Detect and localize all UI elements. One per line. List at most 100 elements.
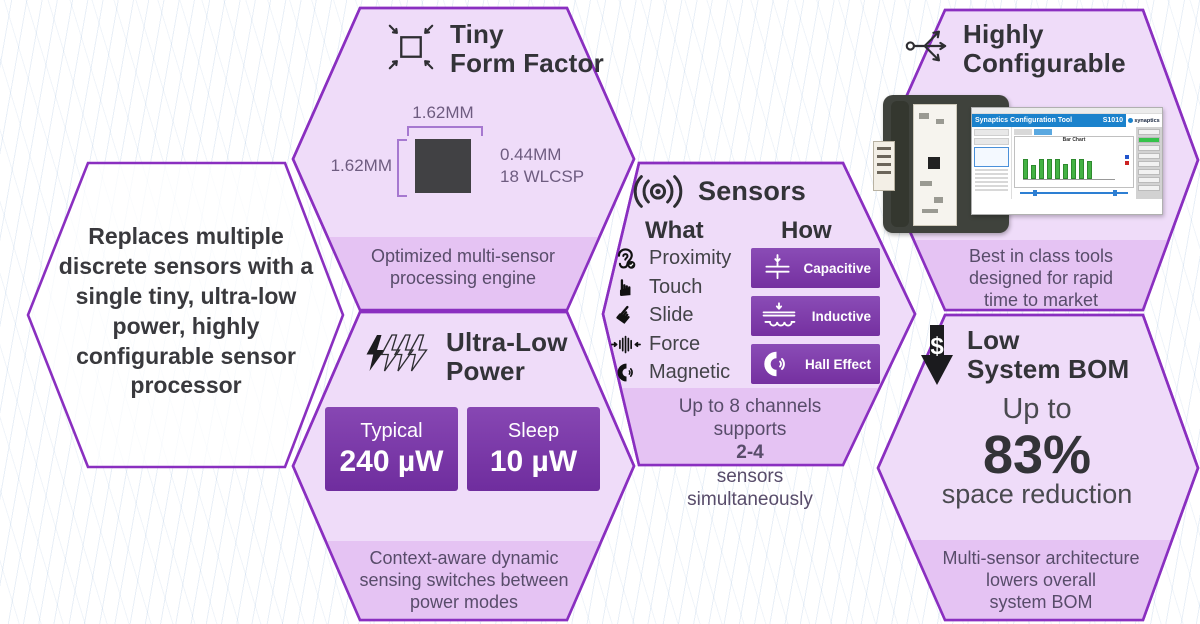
mini-title-bar: Synaptics Configuration Tool S1010	[972, 114, 1126, 127]
what-item-magnetic: Magnetic	[611, 361, 731, 384]
statement-line: power, highly	[112, 312, 260, 339]
tiny-form-factor-title: Tiny Form Factor	[450, 20, 640, 77]
caption-line: Optimized multi-sensor	[370, 246, 556, 266]
synaptics-logo-text: synaptics	[1134, 117, 1160, 124]
caption-text: supports	[713, 419, 787, 441]
caption-line: lowers overall	[985, 569, 1097, 590]
shrink-square-icon	[388, 24, 434, 70]
how-box-label: Inductive	[811, 308, 871, 324]
slide-hand-icon: ☛	[609, 298, 643, 332]
caption-line: Multi-sensor architecture	[942, 548, 1140, 568]
mini-chart-bar	[1023, 159, 1028, 179]
hexagon-replaces	[26, 161, 345, 469]
device-connector	[873, 141, 895, 191]
what-item-label: Magnetic	[649, 361, 731, 383]
power-box-value: 10 µW	[489, 444, 578, 478]
title-line: Highly	[963, 19, 1044, 49]
caption-line: Context-aware dynamic	[369, 548, 559, 568]
mini-window-chrome	[972, 108, 1162, 114]
sensors-title: Sensors	[698, 175, 806, 206]
ear-icon	[611, 246, 641, 272]
ultra-low-power-title: Ultra-Low Power	[446, 328, 616, 385]
title-line: Ultra-Low	[446, 327, 568, 357]
what-item-label: Touch	[649, 275, 703, 298]
bom-upto-label: Up to	[1002, 393, 1072, 425]
synaptics-logo-mark	[1128, 118, 1134, 123]
mini-window-body: Bar Chart	[972, 127, 1162, 199]
tiny-caption: Optimized multi-sensor processing engine	[333, 246, 593, 290]
statement-line: single tiny, ultra-low	[75, 282, 297, 309]
mini-left-panel	[972, 127, 1012, 199]
sensors-caption: Up to 8 channels supports 2-4 sensors si…	[623, 395, 877, 511]
typical-power-box: Typical 240 µW	[325, 407, 458, 491]
caption-line: processing engine	[389, 267, 537, 288]
mini-chart-title: Bar Chart	[1062, 137, 1086, 143]
sensors-header: Sensors	[630, 174, 806, 209]
mini-chart-bar	[1087, 161, 1092, 179]
chip-top-bracket	[407, 126, 483, 136]
mini-chart-bar	[1063, 163, 1068, 179]
title-line: Low	[967, 325, 1020, 355]
mini-chart-bar	[1055, 158, 1060, 179]
power-caption: Context-aware dynamic sensing switches b…	[328, 548, 600, 614]
what-item-label: Force	[649, 332, 701, 355]
what-item-label: Proximity	[649, 247, 732, 269]
mini-chart-bar	[1039, 158, 1044, 179]
hexagon-outline	[876, 313, 1200, 622]
mini-product-badge: S1010	[1102, 117, 1123, 124]
hexagon-tiny-caption-band	[327, 237, 600, 310]
what-item-touch: ☛ Touch	[611, 276, 731, 299]
what-column-header: What	[645, 217, 704, 244]
statement-line: processor	[130, 372, 242, 399]
device-edge	[891, 101, 909, 227]
statement-line: configurable sensor	[76, 342, 296, 369]
chip-right-specs: 0.44MM 18 WLCSP	[500, 144, 600, 188]
what-list: Proximity ☛ Touch ☛ Slide	[609, 246, 732, 384]
force-compress-icon	[611, 334, 641, 355]
mini-chart-bar	[1047, 158, 1052, 179]
mini-chart-panel: Bar Chart	[1012, 127, 1136, 199]
what-item-force: Force	[611, 333, 731, 356]
mini-tab	[1014, 129, 1032, 135]
title-line: Tiny	[450, 19, 504, 49]
branching-arrows-icon	[905, 20, 955, 72]
chip-left-dimension: 1.62MM	[330, 156, 392, 175]
chip-top-dimension: 1.62MM	[412, 103, 474, 122]
caption-line: Best in class tools	[968, 246, 1114, 266]
bom-space-reduction-label: space reduction	[941, 479, 1133, 509]
mini-window-header: Synaptics Configuration Tool S1010 synap…	[972, 114, 1162, 127]
power-box-value: 240 µW	[339, 444, 444, 478]
configuration-tool-screenshot: Synaptics Configuration Tool S1010 synap…	[971, 107, 1163, 215]
how-box-capacitive: Capacitive	[751, 248, 880, 288]
synaptics-logo: synaptics	[1126, 114, 1162, 127]
caption-line: power modes	[409, 591, 519, 612]
caption-line: designed for rapid	[968, 267, 1114, 288]
mini-chart-legend	[1125, 155, 1129, 165]
mini-chart-bar	[1079, 158, 1084, 179]
config-caption: Best in class tools designed for rapid t…	[931, 246, 1151, 312]
magnet-icon	[611, 363, 641, 382]
caption-line: sensing switches between	[359, 569, 569, 590]
statement-line: discrete sensors with a	[58, 252, 314, 279]
highly-configurable-title: Highly Configurable	[963, 20, 1163, 77]
replaces-statement: Replaces multiple discrete sensors with …	[48, 222, 324, 401]
caption-line: simultaneously	[687, 488, 813, 510]
device-pcb	[913, 104, 957, 226]
how-box-hall-effect: Hall Effect	[751, 344, 880, 384]
power-box-label: Typical	[360, 419, 423, 442]
title-line: System BOM	[967, 353, 1130, 384]
mini-chart-bar	[1071, 159, 1076, 179]
statement-line: Replaces multiple	[88, 223, 284, 249]
chip-package-label: 18 WLCSP	[500, 167, 585, 187]
legend-swatch-blue	[1125, 155, 1129, 159]
hexagon-power-caption-band	[325, 541, 602, 620]
hexagon-bom-caption-band	[909, 540, 1172, 620]
sleep-power-box: Sleep 10 µW	[467, 407, 600, 491]
how-box-inductive: Inductive	[751, 296, 880, 336]
mini-chart-bars	[1023, 147, 1115, 180]
hexagon-sensors-caption-band	[620, 388, 880, 465]
how-column-header: How	[781, 217, 832, 244]
bom-percent-value: 83%	[982, 425, 1092, 485]
how-box-label: Hall Effect	[804, 356, 871, 372]
